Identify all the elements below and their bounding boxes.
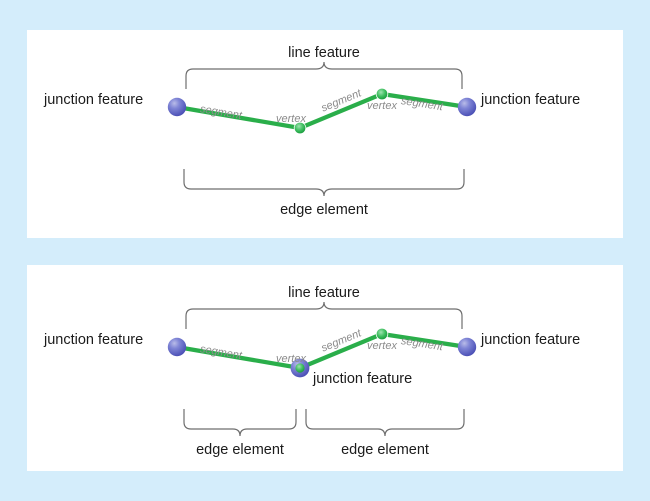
- label-vertex-bottom-2: vertex: [367, 340, 397, 352]
- label-junction-feature-bottom-right: junction feature: [481, 332, 581, 348]
- label-edge-element-bottom-right: edge element: [341, 442, 429, 458]
- label-line-feature-top: line feature: [288, 45, 360, 61]
- label-junction-feature-bottom-middle: junction feature: [313, 371, 413, 387]
- label-vertex-top-2: vertex: [367, 100, 397, 112]
- label-junction-feature-top-left: junction feature: [44, 92, 144, 108]
- label-edge-element-top: edge element: [280, 202, 368, 218]
- label-junction-feature-top-right: junction feature: [481, 92, 581, 108]
- label-vertex-top-1: vertex: [276, 113, 306, 125]
- label-vertex-bottom-1: vertex: [276, 353, 306, 365]
- label-line-feature-bottom: line feature: [288, 285, 360, 301]
- label-edge-element-bottom-left: edge element: [196, 442, 284, 458]
- label-junction-feature-bottom-left: junction feature: [44, 332, 144, 348]
